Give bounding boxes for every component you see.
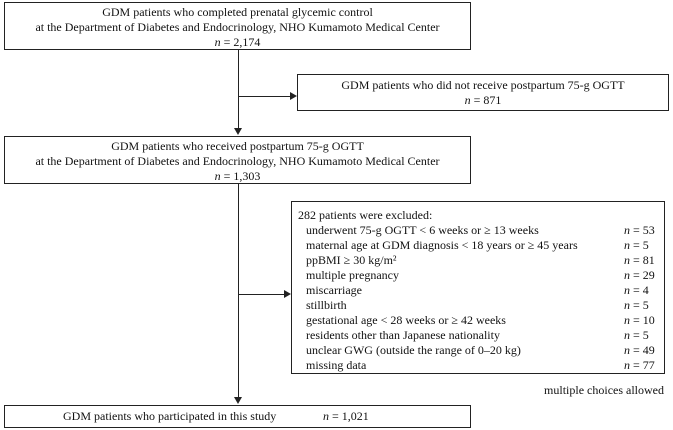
excluded-row-count: n = 4 [624, 283, 649, 297]
equals-sign: = [630, 328, 643, 342]
count-value: 5 [642, 298, 649, 312]
excluded-row-count: n = 10 [624, 313, 655, 327]
equals-sign: = [630, 343, 643, 357]
box-received-ogtt-line2: at the Department of Diabetes and Endocr… [35, 154, 440, 168]
excluded-row-count: n = 81 [624, 253, 655, 267]
excluded-row-label: underwent 75-g OGTT < 6 weeks or ≥ 13 we… [306, 223, 539, 237]
n-symbol: n [624, 343, 630, 357]
equals-sign: = [630, 298, 643, 312]
excluded-row-label: gestational age < 28 weeks or ≥ 42 weeks [306, 313, 506, 327]
equals-sign: = [630, 313, 643, 327]
box-no-ogtt-line1: GDM patients who did not receive postpar… [341, 78, 625, 92]
excluded-row-label: miscarriage [306, 283, 362, 297]
box-prenatal-control-count: n = 2,174 [5, 35, 470, 50]
count-value: 77 [642, 358, 655, 372]
box-no-ogtt-count: n = 871 [298, 93, 668, 108]
equals-sign: = [220, 169, 234, 183]
equals-sign: = [630, 238, 643, 252]
count-value: 29 [642, 268, 655, 282]
equals-sign: = [630, 223, 643, 237]
connector-branch-1 [238, 96, 291, 97]
excluded-row-count: n = 5 [624, 238, 649, 252]
excluded-row-count: n = 29 [624, 268, 655, 282]
arrowhead-main-1 [234, 128, 242, 135]
n-symbol: n [624, 268, 630, 282]
final-label: GDM patients who participated in this st… [63, 409, 277, 423]
count-value: 1,021 [341, 409, 369, 423]
excluded-row-label: unclear GWG (outside the range of 0–20 k… [306, 343, 521, 357]
count-value: 10 [642, 313, 655, 327]
excluded-title: 282 patients were excluded: [298, 208, 433, 222]
n-symbol: n [323, 409, 329, 423]
multiple-choices-note: multiple choices allowed [544, 383, 664, 397]
arrowhead-branch-1 [290, 92, 297, 100]
equals-sign: = [630, 253, 643, 267]
excluded-row-count: n = 53 [624, 223, 655, 237]
excluded-row-count: n = 5 [624, 298, 649, 312]
n-symbol: n [624, 358, 630, 372]
n-symbol: n [214, 169, 221, 183]
count-value: 53 [642, 223, 655, 237]
excluded-row-count: n = 5 [624, 328, 649, 342]
box-prenatal-control-line2: at the Department of Diabetes and Endocr… [35, 20, 440, 34]
box-prenatal-control-line1: GDM patients who completed prenatal glyc… [102, 5, 373, 19]
n-symbol: n [624, 238, 630, 252]
excluded-row-count: n = 49 [624, 343, 655, 357]
count-value: 871 [483, 93, 502, 107]
equals-sign: = [630, 268, 643, 282]
excluded-row-label: ppBMI ≥ 30 kg/m² [306, 253, 397, 267]
connector-branch-2 [238, 294, 285, 295]
n-symbol: n [624, 223, 630, 237]
count-value: 81 [642, 253, 655, 267]
count-value: 5 [642, 238, 649, 252]
box-no-ogtt: GDM patients who did not receive postpar… [297, 74, 669, 111]
excluded-row-count: n = 77 [624, 358, 655, 372]
connector-main-2 [238, 184, 239, 398]
box-final-participants: GDM patients who participated in this st… [4, 405, 471, 428]
n-symbol: n [464, 93, 471, 107]
final-count: n = 1,021 [323, 409, 369, 424]
n-symbol: n [624, 328, 630, 342]
box-received-ogtt: GDM patients who received postpartum 75-… [4, 136, 471, 184]
connector-main-1 [238, 50, 239, 129]
arrowhead-main-2 [234, 397, 242, 404]
equals-sign: = [630, 358, 643, 372]
equals-sign: = [220, 35, 234, 49]
box-received-ogtt-count: n = 1,303 [5, 169, 470, 184]
excluded-row-label: multiple pregnancy [306, 268, 399, 282]
box-excluded: 282 patients were excluded: underwent 75… [291, 201, 665, 374]
excluded-row-label: stillbirth [306, 298, 347, 312]
count-value: 2,174 [233, 35, 261, 49]
count-value: 4 [642, 283, 649, 297]
count-value: 49 [642, 343, 655, 357]
excluded-row-label: missing data [306, 358, 367, 372]
n-symbol: n [624, 253, 630, 267]
excluded-row-label: maternal age at GDM diagnosis < 18 years… [306, 238, 578, 252]
equals-sign: = [329, 409, 342, 423]
equals-sign: = [630, 283, 643, 297]
n-symbol: n [214, 35, 221, 49]
count-value: 1,303 [233, 169, 261, 183]
n-symbol: n [624, 298, 630, 312]
n-symbol: n [624, 283, 630, 297]
excluded-row-label: residents other than Japanese nationalit… [306, 328, 500, 342]
box-received-ogtt-line1: GDM patients who received postpartum 75-… [111, 139, 364, 153]
arrowhead-branch-2 [284, 290, 291, 298]
count-value: 5 [642, 328, 649, 342]
n-symbol: n [624, 313, 630, 327]
equals-sign: = [470, 93, 484, 107]
box-prenatal-control: GDM patients who completed prenatal glyc… [4, 2, 471, 50]
